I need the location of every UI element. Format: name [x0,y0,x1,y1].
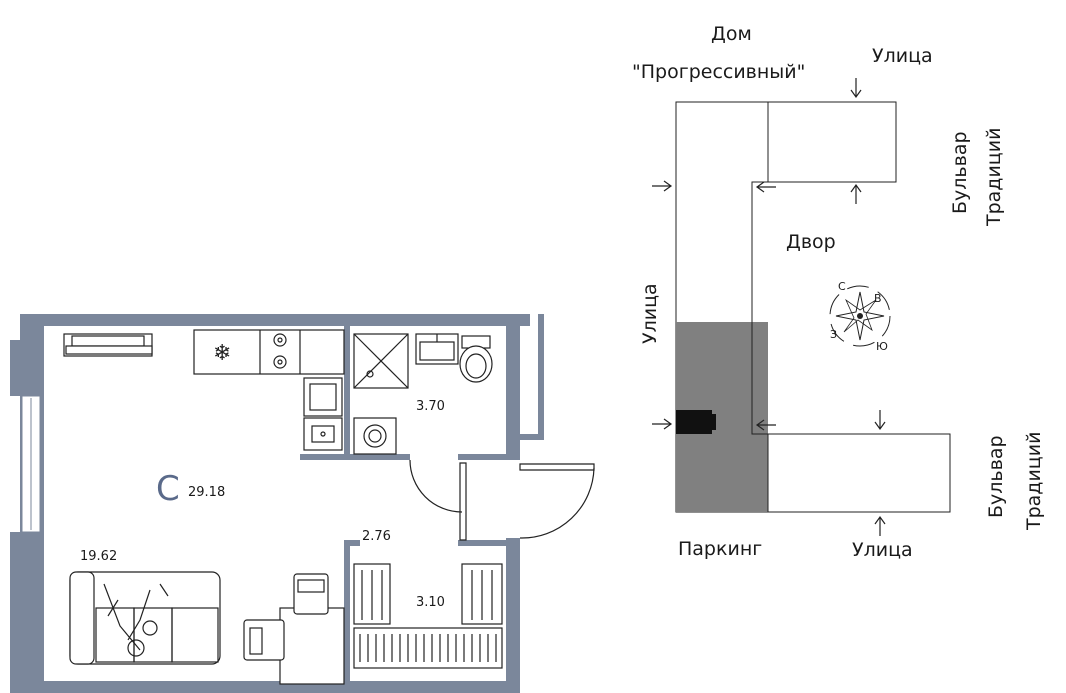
area-living: 19.62 [80,549,117,564]
door-bath [459,462,467,541]
area-total: 29.18 [188,485,225,500]
courtyard-label: Двор [786,231,836,253]
compass-south: Ю [876,340,888,353]
wall-right-upper [506,314,520,454]
street-bottom-label: Улица [852,539,913,561]
sink-icon [303,377,343,451]
house-label-line1: Дом [711,23,752,45]
wall-right-lower [506,538,520,693]
parking-label: Паркинг [678,538,762,560]
boulevard-bottom-line1: Бульвар [985,435,1007,518]
door-entry [519,463,595,471]
boulevard-bottom-line2: Традиций [1023,432,1045,531]
wall-storage-left [344,540,350,686]
area-storage: 3.10 [416,595,445,610]
area-bathroom: 3.70 [416,399,445,414]
room-letter: С [156,469,180,509]
chair-top-icon [293,573,329,615]
sofa-icon [69,571,221,665]
door-entry-arc [519,467,595,539]
balcony-rail-bottom [520,434,544,440]
shelf-rack-icon [353,627,503,669]
toilet-icon [459,335,493,383]
apartment-plan: ❄ [10,314,595,693]
wall-top [20,314,530,326]
wardrobe-left-icon [353,563,391,625]
radiator [63,333,153,357]
compass-west: З [830,328,837,341]
wall-bath-left [344,326,350,460]
wall-storage-top-left [344,540,360,546]
compass-icon [829,285,891,347]
entrance-arrows [652,78,886,536]
washing-machine-icon [353,417,397,455]
shower-icon [353,333,409,389]
house-label-line2: "Прогрессивный" [632,61,805,83]
boulevard-top-line1: Бульвар [949,131,971,214]
door-bath-arc [409,459,463,513]
wall-left-jog-lower [10,532,22,693]
wall-bath-bottom [300,454,410,460]
street-left-label: Улица [639,283,661,344]
unit-marker [676,410,712,434]
washbasin-icon [415,333,459,365]
compass-east: В [874,292,882,305]
stove-icon [273,333,287,369]
desk-icon [279,607,345,685]
area-hall: 2.76 [362,529,391,544]
balcony-rail [538,314,544,440]
wall-left-jog [10,340,22,396]
site-plan: С В Ю З Дом "Прогрессивный" Улица Двор П… [632,23,1045,561]
people-figures-icon [103,583,169,657]
kitchen-counter [193,329,345,375]
wall-storage-top-right [458,540,508,546]
wall-bath-bottom-right [458,454,520,460]
street-top-label: Улица [872,45,933,67]
compass-north: С [838,280,846,293]
wardrobe-right-icon [461,563,503,625]
wall-bottom [20,681,520,693]
chair-left-icon [243,619,285,661]
fridge-snowflake-icon: ❄ [213,341,231,366]
boulevard-top-line2: Традиций [983,128,1005,227]
